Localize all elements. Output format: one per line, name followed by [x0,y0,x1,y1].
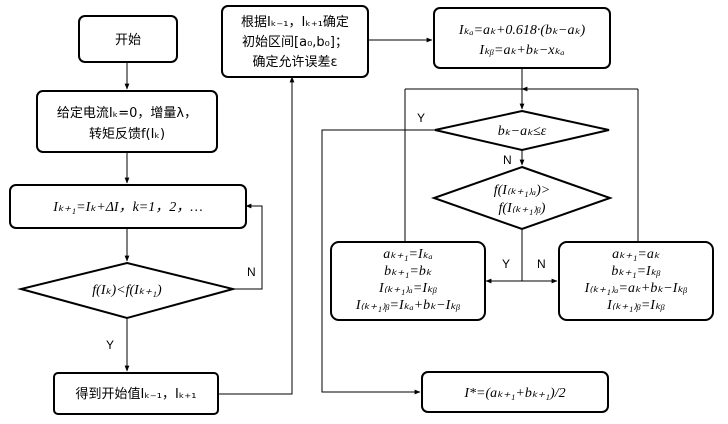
svg-text:f(I₍ₖ₊₁₎ᵦ): f(I₍ₖ₊₁₎ᵦ) [499,201,546,216]
svg-text:Iₖₐ=aₖ+0.618·(bₖ−aₖ): Iₖₐ=aₖ+0.618·(bₖ−aₖ) [458,23,586,38]
svg-text:Iₖ₊₁=Iₖ+ΔI，k=1，2，…: Iₖ₊₁=Iₖ+ΔI，k=1，2，… [52,200,202,215]
svg-text:转矩反馈f(Iₖ): 转矩反馈f(Iₖ) [89,127,165,142]
label-compare-yes: Y [106,338,114,352]
svg-text:aₖ₊₁=aₖ: aₖ₊₁=aₖ [612,247,661,262]
label-tolerance-no: N [503,153,512,167]
svg-text:bₖ₊₁=bₖ: bₖ₊₁=bₖ [384,264,433,279]
node-tolerance: bₖ−aₖ≤ε [434,109,610,152]
node-golden: Iₖₐ=aₖ+0.618·(bₖ−aₖ) Iₖᵦ=aₖ+bₖ−xₖₐ [433,7,611,69]
svg-text:开始: 开始 [115,33,141,48]
label-compare-no: N [247,265,256,279]
svg-text:I₍ₖ₊₁₎ₐ=Iₖᵦ: I₍ₖ₊₁₎ₐ=Iₖᵦ [378,281,437,296]
node-fcompare: f(I₍ₖ₊₁₎ₐ)> f(I₍ₖ₊₁₎ᵦ) [430,165,614,231]
node-result-start: 得到开始值Iₖ₋₁，Iₖ₊₁ [53,372,219,415]
svg-text:根据Iₖ₋₁，Iₖ₊₁确定: 根据Iₖ₋₁，Iₖ₊₁确定 [241,15,349,30]
svg-text:确定允许误差ε: 确定允许误差ε [252,54,337,70]
svg-text:aₖ₊₁=Iₖₐ: aₖ₊₁=Iₖₐ [383,247,432,262]
svg-text:f(I₍ₖ₊₁₎ₐ)>: f(I₍ₖ₊₁₎ₐ)> [494,183,551,198]
node-update-right: aₖ₊₁=aₖ bₖ₊₁=Iₖᵦ I₍ₖ₊₁₎ₐ=aₖ+bₖ−Iₖᵦ I₍ₖ₊₁… [558,241,714,321]
node-update-left: aₖ₊₁=Iₖₐ bₖ₊₁=bₖ I₍ₖ₊₁₎ₐ=Iₖᵦ I₍ₖ₊₁₎ᵦ=Iₖₐ… [330,241,486,321]
node-iterate: Iₖ₊₁=Iₖ+ΔI，k=1，2，… [9,184,247,229]
svg-text:初始区间[a₀,b₀]；: 初始区间[a₀,b₀]； [242,35,348,50]
label-fcompare-no: N [537,257,546,271]
node-init: 给定电流Iₖ=0，增量λ， 转矩反馈f(Iₖ) [36,90,218,153]
node-start: 开始 [78,15,178,63]
svg-text:f(Iₖ)<f(Iₖ₊₁): f(Iₖ)<f(Iₖ₊₁) [92,283,162,298]
svg-text:Iₖᵦ=aₖ+bₖ−xₖₐ: Iₖᵦ=aₖ+bₖ−xₖₐ [478,43,564,58]
node-interval: 根据Iₖ₋₁，Iₖ₊₁确定 初始区间[a₀,b₀]； 确定允许误差ε [221,5,369,78]
connectors [124,37,639,395]
svg-text:给定电流Iₖ=0，增量λ，: 给定电流Iₖ=0，增量λ， [57,106,197,121]
svg-text:得到开始值Iₖ₋₁，Iₖ₊₁: 得到开始值Iₖ₋₁，Iₖ₊₁ [76,386,197,402]
label-tolerance-yes: Y [417,111,425,125]
svg-text:I₍ₖ₊₁₎ᵦ=Iₖₐ+bₖ−Iₖᵦ: I₍ₖ₊₁₎ᵦ=Iₖₐ+bₖ−Iₖᵦ [355,298,460,313]
node-compare: f(Iₖ)<f(Iₖ₊₁) [17,261,237,320]
svg-text:I₍ₖ₊₁₎ₐ=aₖ+bₖ−Iₖᵦ: I₍ₖ₊₁₎ₐ=aₖ+bₖ−Iₖᵦ [584,281,688,296]
node-final: I*=(aₖ₊₁+bₖ₊₁)/2 [421,371,609,413]
svg-text:I₍ₖ₊₁₎ᵦ=Iₖᵦ: I₍ₖ₊₁₎ᵦ=Iₖᵦ [606,298,665,313]
svg-text:bₖ₊₁=Iₖᵦ: bₖ₊₁=Iₖᵦ [611,264,660,279]
svg-text:I*=(aₖ₊₁+bₖ₊₁)/2: I*=(aₖ₊₁+bₖ₊₁)/2 [463,386,565,401]
svg-text:bₖ−aₖ≤ε: bₖ−aₖ≤ε [498,124,547,139]
label-fcompare-yes: Y [502,257,510,271]
